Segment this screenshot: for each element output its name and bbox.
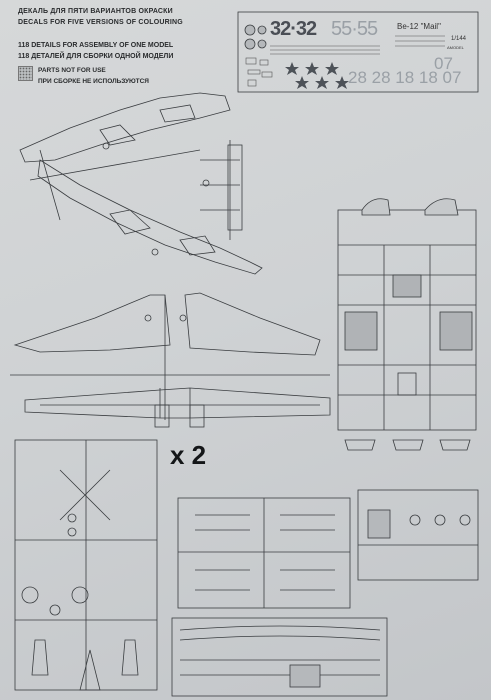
parts-sprue-middle <box>177 497 351 609</box>
header-ru-details: 118 ДЕТАЛЕЙ ДЛЯ СБОРКИ ОДНОЙ МОДЕЛИ <box>18 53 174 60</box>
engine-sprue <box>337 198 477 451</box>
decal-number-light: 55·55 <box>331 18 378 40</box>
header-ru-decals: ДЕКАЛЬ ДЛЯ ПЯТИ ВАРИАНТОВ ОКРАСКИ <box>18 8 173 15</box>
legend-en: PARTS NOT FOR USE <box>38 67 106 74</box>
roundel-icons <box>244 24 267 50</box>
star-decals-icon <box>285 62 349 89</box>
decal-stripes <box>270 35 445 55</box>
decal-number-row: 28 28 18 18 07 <box>348 68 462 87</box>
decal-number-dark: 32·32 <box>270 18 317 40</box>
small-decal-marks <box>245 57 273 87</box>
parts-sprue-right <box>357 489 479 581</box>
decal-sheet-frame <box>237 11 479 93</box>
decal-sheet-title: Be-12 "Mail" <box>397 22 441 31</box>
decal-sheet-scale: 1/144 <box>451 36 467 42</box>
fuselage-sprue <box>19 92 263 275</box>
header-en-details: 118 DETAILS FOR ASSEMBLY OF ONE MODEL <box>18 42 174 49</box>
legend-ru: ПРИ СБОРКЕ НЕ ИСПОЛЬЗУЮТСЯ <box>38 78 149 85</box>
decal-number-07: 07 <box>434 54 453 73</box>
parts-sprue-bottom <box>171 617 388 697</box>
parts-sprue-left <box>14 439 158 691</box>
multiplier-label: x 2 <box>170 440 207 470</box>
header-en-decals: DECALS FOR FIVE VERSIONS OF COLOURING <box>18 19 183 26</box>
unused-parts-swatch-icon <box>18 66 33 81</box>
decal-sheet-maker: AMODEL <box>447 45 464 50</box>
wing-sprue <box>10 292 331 428</box>
